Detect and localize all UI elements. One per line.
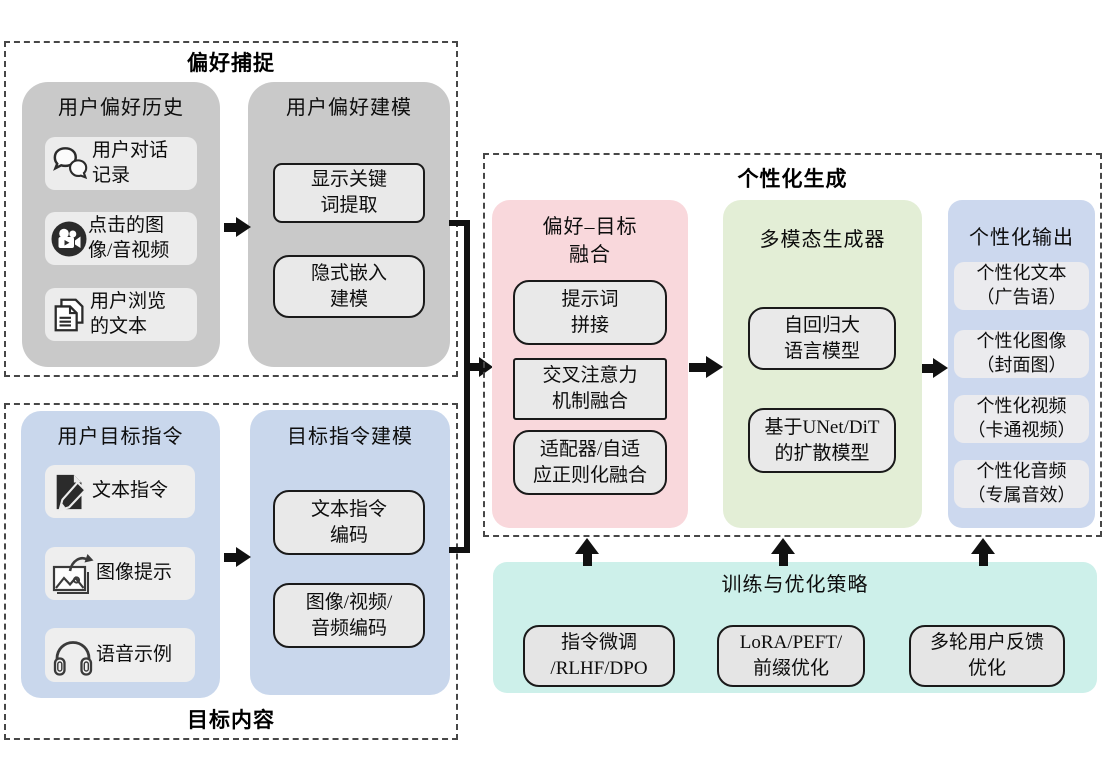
list-item-browsed-text: 用户浏览 的文本 (45, 288, 197, 341)
personalized-generation-container (483, 153, 1102, 537)
personalized-generation-title: 个性化生成 (737, 167, 848, 191)
adapter-regularization-box: 适配器/自适 应正则化融合 (513, 430, 667, 495)
video-camera-icon (50, 220, 88, 258)
panel-title: 个性化输出 (969, 227, 1074, 249)
list-item-label: 文本指令 (92, 480, 169, 502)
panel-title: 多模态生成器 (759, 229, 886, 251)
list-item-voice-example: 语音示例 (45, 628, 195, 682)
panel-title: 训练与优化策略 (721, 574, 869, 596)
list-item-user-dialog: 用户对话 记录 (45, 137, 197, 190)
documents-icon (50, 295, 90, 335)
lora-peft-box: LoRA/PEFT/ 前缀优化 (717, 625, 865, 687)
target-content-container (4, 403, 458, 740)
chat-icon (50, 145, 92, 183)
list-item-label: 点击的图 像/音视频 (88, 214, 170, 261)
text-edit-icon (50, 471, 92, 513)
panel-title: 用户偏好历史 (58, 97, 184, 119)
user-feedback-box: 多轮用户反馈 优化 (909, 625, 1065, 687)
output-panel: 个性化输出 个性化文本 （广告语） 个性化图像 （封面图） 个性化视频 （卡通视… (948, 200, 1095, 528)
connector-bottom-stub (449, 547, 465, 553)
connector-vertical (464, 220, 470, 553)
user-target-instruction-panel: 用户目标指令 文本指令 (21, 411, 220, 698)
media-encoding-box: 图像/视频/ 音频编码 (273, 583, 425, 648)
list-item-text-instruction: 文本指令 (45, 465, 195, 518)
list-item-label: 语音示例 (96, 643, 173, 665)
output-item-text: 个性化文本 （广告语） (954, 262, 1089, 310)
connector-arrow-shaft (468, 363, 480, 371)
implicit-embedding-box: 隐式嵌入 建模 (273, 255, 425, 318)
target-instruction-modeling-panel: 目标指令建模 文本指令 编码 图像/视频/ 音频编码 (250, 410, 450, 695)
autoregressive-llm-box: 自回归大 语言模型 (748, 307, 896, 370)
instruction-tuning-box: 指令微调 /RLHF/DPO (523, 625, 675, 687)
headphones-icon (50, 633, 96, 677)
user-pref-modeling-panel: 用户偏好建模 显示关键 词提取 隐式嵌入 建模 (248, 82, 450, 367)
image-prompt-icon (50, 552, 96, 596)
text-instruction-encoding-box: 文本指令 编码 (273, 490, 425, 555)
cross-attention-fusion-box: 交叉注意力 机制融合 (513, 358, 667, 420)
output-item-video: 个性化视频 （卡通视频） (954, 395, 1089, 443)
preference-capture-container (4, 41, 458, 377)
explicit-keyword-extraction-box: 显示关键 词提取 (273, 163, 425, 223)
connector-arrow-head (479, 357, 493, 377)
user-pref-history-panel: 用户偏好历史 用户对话 记录 点击的图 (22, 82, 220, 367)
generator-panel: 多模态生成器 自回归大 语言模型 基于UNet/DiT 的扩散模型 (723, 200, 922, 528)
panel-title: 偏好–目标 融合 (542, 216, 638, 267)
target-content-title: 目标内容 (187, 708, 275, 732)
panel-title: 用户偏好建模 (286, 97, 412, 119)
connector-top-stub (449, 220, 465, 226)
panel-title: 目标指令建模 (287, 426, 413, 448)
prompt-concatenation-box: 提示词 拼接 (513, 280, 667, 345)
list-item-label: 用户浏览 的文本 (90, 290, 167, 337)
panel-title: 用户目标指令 (57, 426, 184, 448)
output-item-image: 个性化图像 （封面图） (954, 330, 1089, 378)
diffusion-model-box: 基于UNet/DiT 的扩散模型 (748, 408, 896, 473)
list-item-label: 用户对话 记录 (92, 139, 169, 186)
list-item-label: 图像提示 (96, 562, 173, 584)
training-panel: 训练与优化策略 指令微调 /RLHF/DPO LoRA/PEFT/ 前缀优化 多… (493, 562, 1097, 693)
list-item-image-prompt: 图像提示 (45, 547, 195, 600)
list-item-clicked-media: 点击的图 像/音视频 (45, 212, 197, 265)
preference-capture-title: 偏好捕捉 (187, 51, 275, 75)
output-item-audio: 个性化音频 （专属音效） (954, 460, 1089, 508)
fusion-panel: 偏好–目标 融合 提示词 拼接 交叉注意力 机制融合 适配器/自适 应正则化融合 (492, 200, 688, 528)
